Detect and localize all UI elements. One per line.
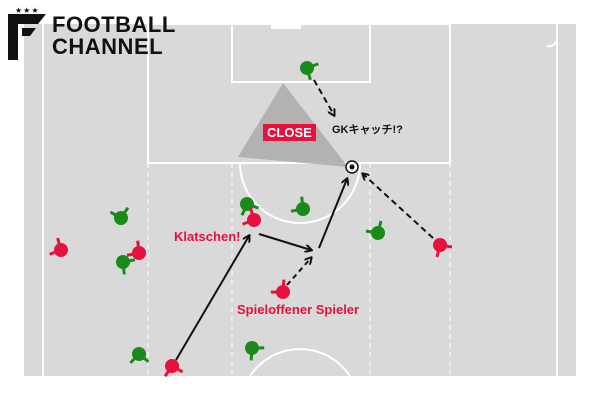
pass-arrow-3: [318, 179, 347, 249]
green-player-icon: [240, 197, 259, 216]
red-player-icon: [126, 240, 146, 260]
brand-logo-icon: [8, 14, 46, 60]
pass-arrow-2: [258, 233, 311, 250]
red-player-icon: [49, 237, 68, 257]
red-player-icon: [163, 359, 184, 378]
run-arrow-spieloffener: [286, 258, 311, 286]
brand-line2: CHANNEL: [52, 34, 164, 59]
green-player-icon: [109, 206, 130, 225]
brand-stars: ★★★: [15, 6, 40, 15]
green-player-icon: [245, 341, 265, 361]
green-player-icon: [300, 61, 319, 81]
brand-name: FOOTBALL CHANNEL: [52, 14, 176, 58]
spieloffener-label: Spieloffener Spieler: [237, 302, 360, 317]
green-player-icon: [129, 347, 150, 364]
red-player-icon: [270, 279, 290, 299]
red-player-icon: [433, 238, 453, 258]
klatschen-label: Klatschen!: [174, 229, 241, 244]
green-player-icon: [365, 220, 385, 240]
brand-line1: FOOTBALL: [52, 12, 176, 37]
run-arrow-gk: [313, 79, 334, 115]
green-player-icon: [290, 196, 310, 216]
ball-icon: [345, 160, 359, 174]
red-player-icon: [242, 207, 261, 227]
pass-arrow-1: [175, 236, 249, 361]
gk-catch-label: GKキャッチ!?: [332, 124, 403, 136]
run-arrow-right: [363, 174, 434, 239]
green-player-icon: [116, 255, 136, 275]
close-badge: CLOSE: [263, 124, 316, 141]
pitch: [24, 24, 576, 376]
